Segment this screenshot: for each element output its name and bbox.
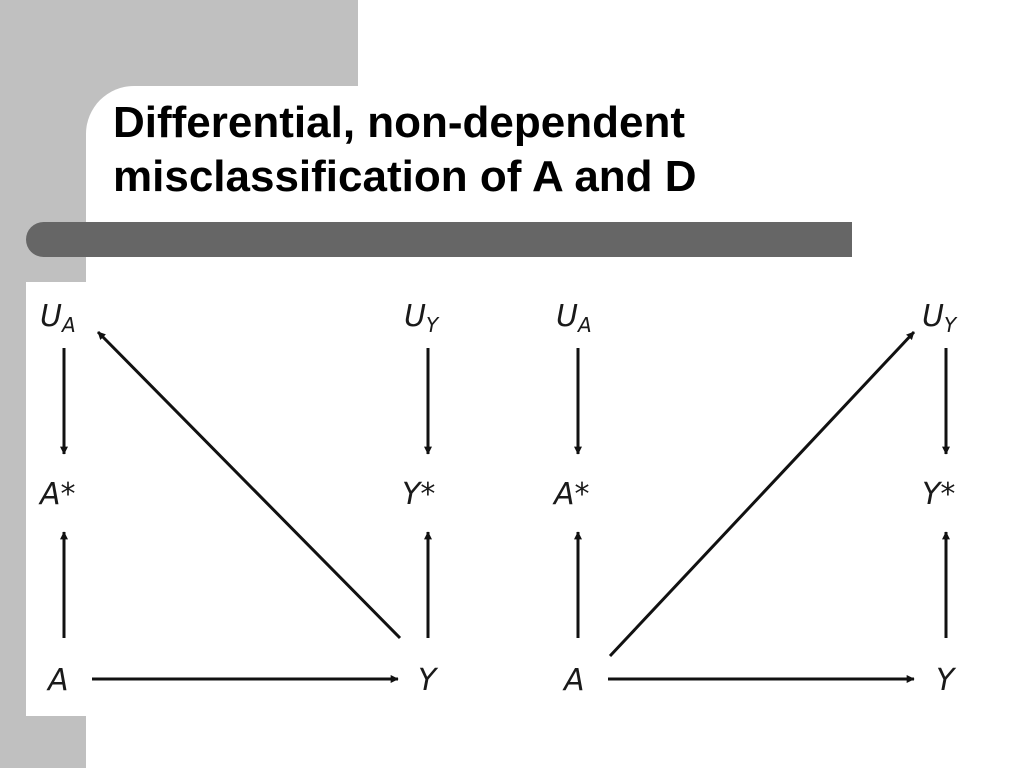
edge-y-to-ua bbox=[96, 330, 402, 640]
node-y: Y bbox=[936, 663, 957, 698]
node-a: A bbox=[46, 663, 69, 698]
node-y-star: Y* bbox=[922, 477, 955, 512]
slide-title: Differential, non-dependent misclassific… bbox=[113, 96, 873, 204]
node-a-star: A* bbox=[38, 477, 76, 512]
node-y: Y bbox=[418, 663, 439, 698]
node-uy: UY bbox=[404, 299, 440, 337]
node-a: A bbox=[562, 663, 585, 698]
dag-right: UA UY A* Y* A Y bbox=[552, 299, 958, 698]
title-divider-bar bbox=[26, 222, 852, 257]
node-uy: UY bbox=[922, 299, 958, 337]
node-a-star: A* bbox=[552, 477, 590, 512]
dag-canvas: UA UY A* Y* A Y UA UY A* Y* A Y bbox=[38, 299, 958, 698]
node-ua: UA bbox=[40, 299, 76, 337]
dag-left: UA UY A* Y* A Y bbox=[38, 299, 440, 698]
dag-figure: UA UY A* Y* A Y UA UY A* Y* A Y bbox=[26, 282, 988, 716]
slide-title-line-1: Differential, non-dependent bbox=[113, 98, 685, 147]
node-y-star: Y* bbox=[402, 477, 435, 512]
node-ua: UA bbox=[556, 299, 592, 337]
edge-a-to-uy bbox=[608, 330, 916, 658]
slide-title-line-2: misclassification of A and D bbox=[113, 152, 697, 201]
